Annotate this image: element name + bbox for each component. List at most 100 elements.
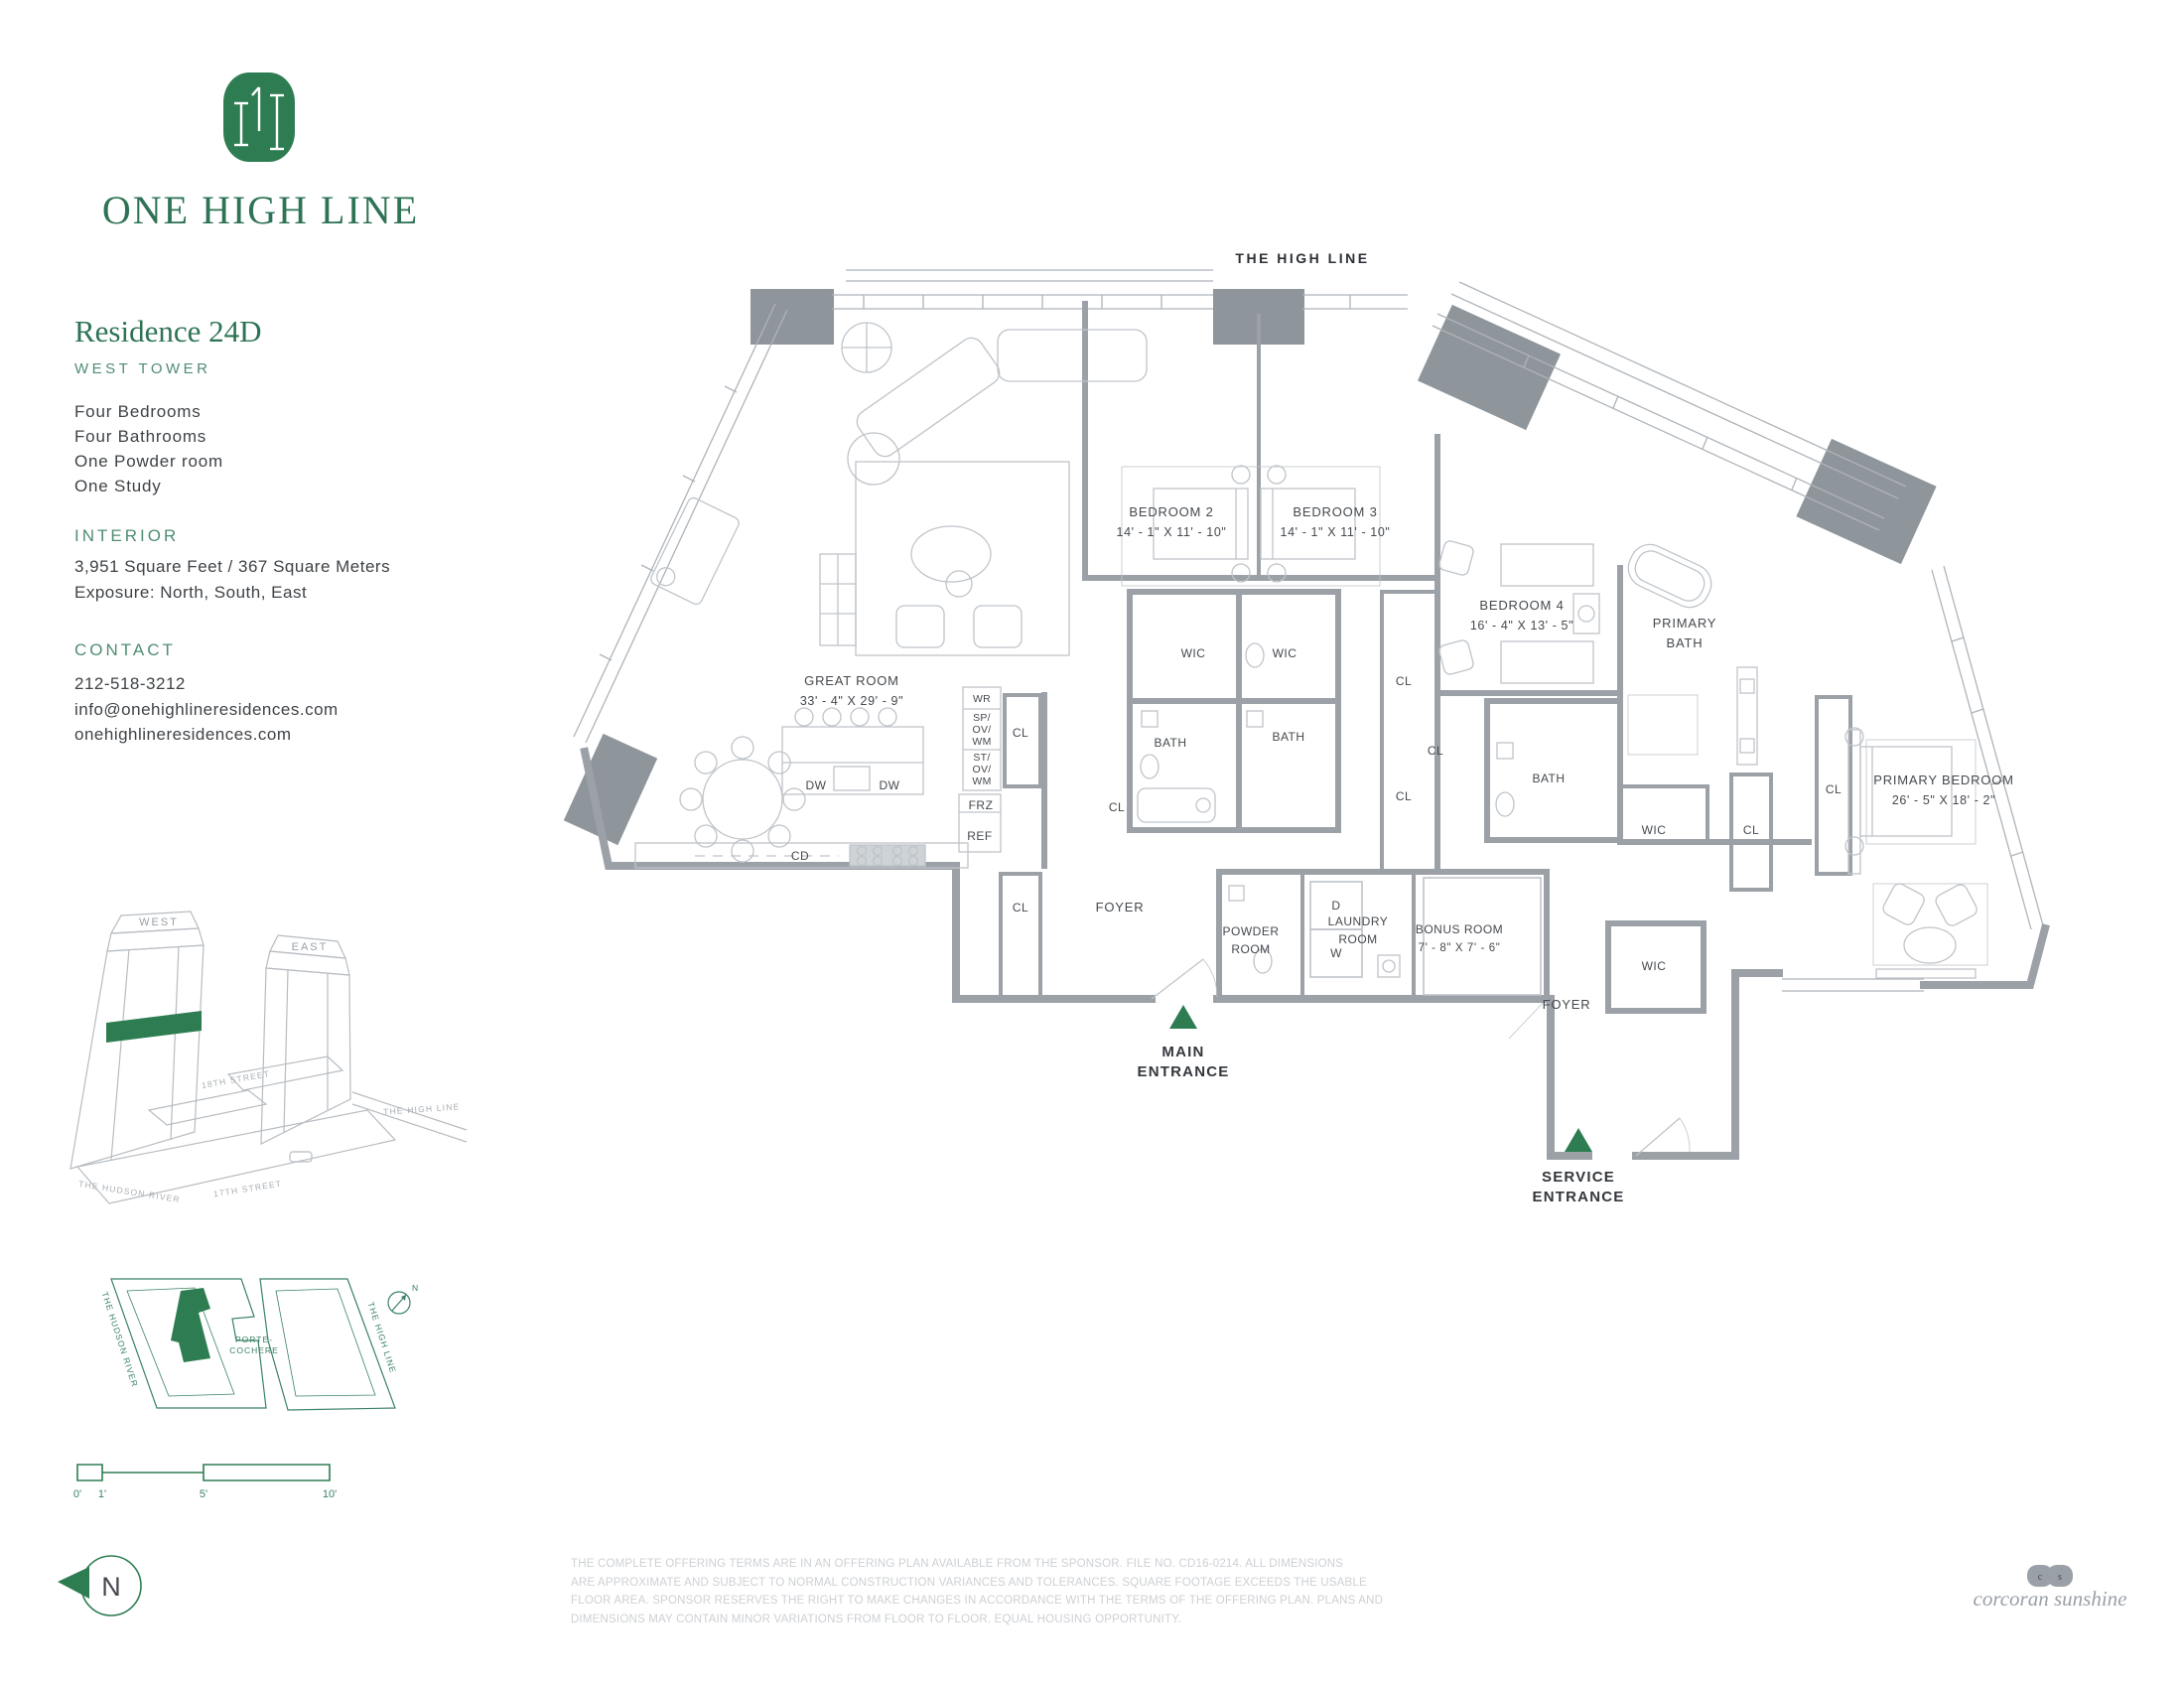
disclaimer-line: DIMENSIONS MAY CONTAIN MINOR VARIATIONS … (571, 1613, 1182, 1625)
primary-bedroom-label: PRIMARY BEDROOM (1873, 773, 2014, 787)
svg-text:c: c (2038, 1572, 2043, 1583)
sp-label-2: OV/ (973, 724, 992, 736)
great-room-label: GREAT ROOM (804, 673, 899, 688)
scale-tick-5: 5' (200, 1488, 207, 1500)
contact-heading: CONTACT (74, 640, 176, 659)
scale-tick-0: 0' (73, 1488, 81, 1500)
great-room-dims: 33' - 4" X 29' - 9" (800, 694, 903, 708)
service-entrance-label-2: ENTRANCE (1533, 1189, 1625, 1205)
interior-exposure: Exposure: North, South, East (74, 582, 308, 602)
feature-item: One Study (74, 477, 162, 495)
scale-tick-10: 10' (323, 1488, 337, 1500)
interior-area: 3,951 Square Feet / 367 Square Meters (74, 557, 391, 576)
main-entrance-label-2: ENTRANCE (1138, 1063, 1230, 1080)
feature-item: Four Bedrooms (74, 402, 202, 421)
frz-label: FRZ (969, 798, 994, 812)
axon-east-label: EAST (292, 941, 329, 953)
contact-website[interactable]: onehighlineresidences.com (74, 725, 292, 744)
wic-bedroom2-label: WIC (1181, 646, 1206, 660)
foyer-service-label: FOYER (1543, 997, 1591, 1012)
bath2-label: BATH (1154, 736, 1186, 750)
tower-label: WEST TOWER (74, 360, 211, 377)
bedroom4-dims: 16' - 4" X 13' - 5" (1470, 619, 1573, 633)
corcoran-logo-text: corcoran sunshine (1973, 1587, 2127, 1611)
contact-details: 212-518-3212 info@onehighlineresidences.… (74, 671, 339, 748)
dw-right-label: DW (880, 778, 900, 792)
site-plan-diagram (110, 1278, 411, 1411)
axon-west-label: WEST (139, 916, 179, 928)
fixtures-and-furniture (634, 322, 1988, 1157)
structural-columns (563, 289, 1937, 846)
cl-hall-label: CL (1109, 800, 1125, 814)
bath4-label: BATH (1532, 772, 1565, 785)
powder-room-label-1: POWDER (1223, 924, 1280, 938)
foyer-main-label: FOYER (1096, 900, 1145, 914)
axon-highline-label: THE HIGH LINE (383, 1101, 461, 1116)
disclaimer-line: FLOOR AREA. SPONSOR RESERVES THE RIGHT T… (571, 1595, 1384, 1607)
bonus-room-label: BONUS ROOM (1416, 922, 1503, 936)
north-compass-icon: N (58, 1555, 142, 1617)
exterior-walls (580, 747, 2050, 1160)
brand-logo-icon (223, 72, 295, 162)
siteplan-porte-label-1: PORTE- (235, 1335, 273, 1344)
corcoran-logo-icon: c s (2027, 1565, 2073, 1587)
powder-room-label-2: ROOM (1231, 942, 1270, 956)
bedroom2-dims: 14' - 1" X 11' - 10" (1117, 525, 1227, 539)
cl-primary2-label: CL (1826, 782, 1842, 796)
dryer-label: D (1331, 899, 1340, 913)
cd-label: CD (791, 849, 809, 863)
siteplan-north-label: N (412, 1283, 419, 1293)
cl-primary1-label: CL (1743, 823, 1759, 837)
wic-bedroom3-label: WIC (1273, 646, 1297, 660)
plan-context-label: THE HIGH LINE (1235, 250, 1369, 266)
svg-text:s: s (2058, 1572, 2062, 1583)
bedroom3-dims: 14' - 1" X 11' - 10" (1281, 525, 1391, 539)
feature-list: Four Bedrooms Four Bathrooms One Powder … (74, 399, 223, 498)
scale-bar: 0' 1' 5' 10' (73, 1464, 337, 1500)
st-label-1: ST/ (973, 752, 990, 764)
primary-bath-label-1: PRIMARY (1653, 616, 1717, 631)
primary-bath-label-2: BATH (1667, 635, 1704, 650)
disclaimer-line: ARE APPROXIMATE AND SUBJECT TO NORMAL CO… (571, 1576, 1367, 1589)
cl-kitchen-label: CL (1013, 726, 1028, 740)
axon-street17-label: 17TH STREET (212, 1179, 283, 1199)
st-label-3: WM (972, 775, 991, 787)
scale-tick-1: 1' (98, 1488, 106, 1500)
window-bands (573, 269, 2044, 992)
feature-item: Four Bathrooms (74, 427, 207, 446)
dw-left-label: DW (806, 778, 827, 792)
residence-title: Residence 24D (74, 314, 262, 349)
primary-bedroom-dims: 26' - 5" X 18' - 2" (1892, 793, 1995, 807)
bath3-label: BATH (1272, 730, 1304, 744)
compass-n-label: N (101, 1572, 121, 1602)
laundry-room-label-1: LAUNDRY (1328, 914, 1389, 928)
sp-label-3: WM (972, 736, 991, 748)
interior-walls (999, 301, 1852, 1014)
bedroom4-label: BEDROOM 4 (1479, 598, 1564, 613)
sp-label-1: SP/ (973, 712, 991, 724)
contact-email[interactable]: info@onehighlineresidences.com (74, 699, 339, 719)
st-label-2: OV/ (973, 764, 992, 775)
washer-label: W (1330, 946, 1342, 960)
brand-wordmark: ONE HIGH LINE (101, 188, 420, 232)
interior-details: 3,951 Square Feet / 367 Square Meters Ex… (74, 554, 390, 605)
axon-hudson-label: THE HUDSON RIVER (77, 1179, 181, 1204)
cl-strip1-label: CL (1396, 674, 1412, 688)
bedroom3-label: BEDROOM 3 (1293, 504, 1377, 519)
legal-disclaimer: THE COMPLETE OFFERING TERMS ARE IN AN OF… (571, 1555, 1425, 1628)
floor-plan: THE HIGH LINE GREAT ROOM 33' - 4" X 29' … (563, 250, 2050, 1205)
site-plan-unit-highlight (171, 1288, 210, 1362)
wic-primary-label: WIC (1642, 823, 1667, 837)
service-entrance-marker (1565, 1128, 1592, 1152)
building-axon-diagram (69, 911, 468, 1204)
cl-strip2-label: CL (1428, 744, 1443, 758)
laundry-room-label-2: ROOM (1338, 932, 1377, 946)
service-entrance-label-1: SERVICE (1542, 1169, 1615, 1186)
feature-item: One Powder room (74, 452, 223, 471)
contact-phone: 212-518-3212 (74, 674, 186, 693)
main-entrance-marker (1169, 1005, 1197, 1029)
main-entrance-label-1: MAIN (1161, 1044, 1204, 1060)
cl-foyer-label: CL (1013, 901, 1028, 914)
